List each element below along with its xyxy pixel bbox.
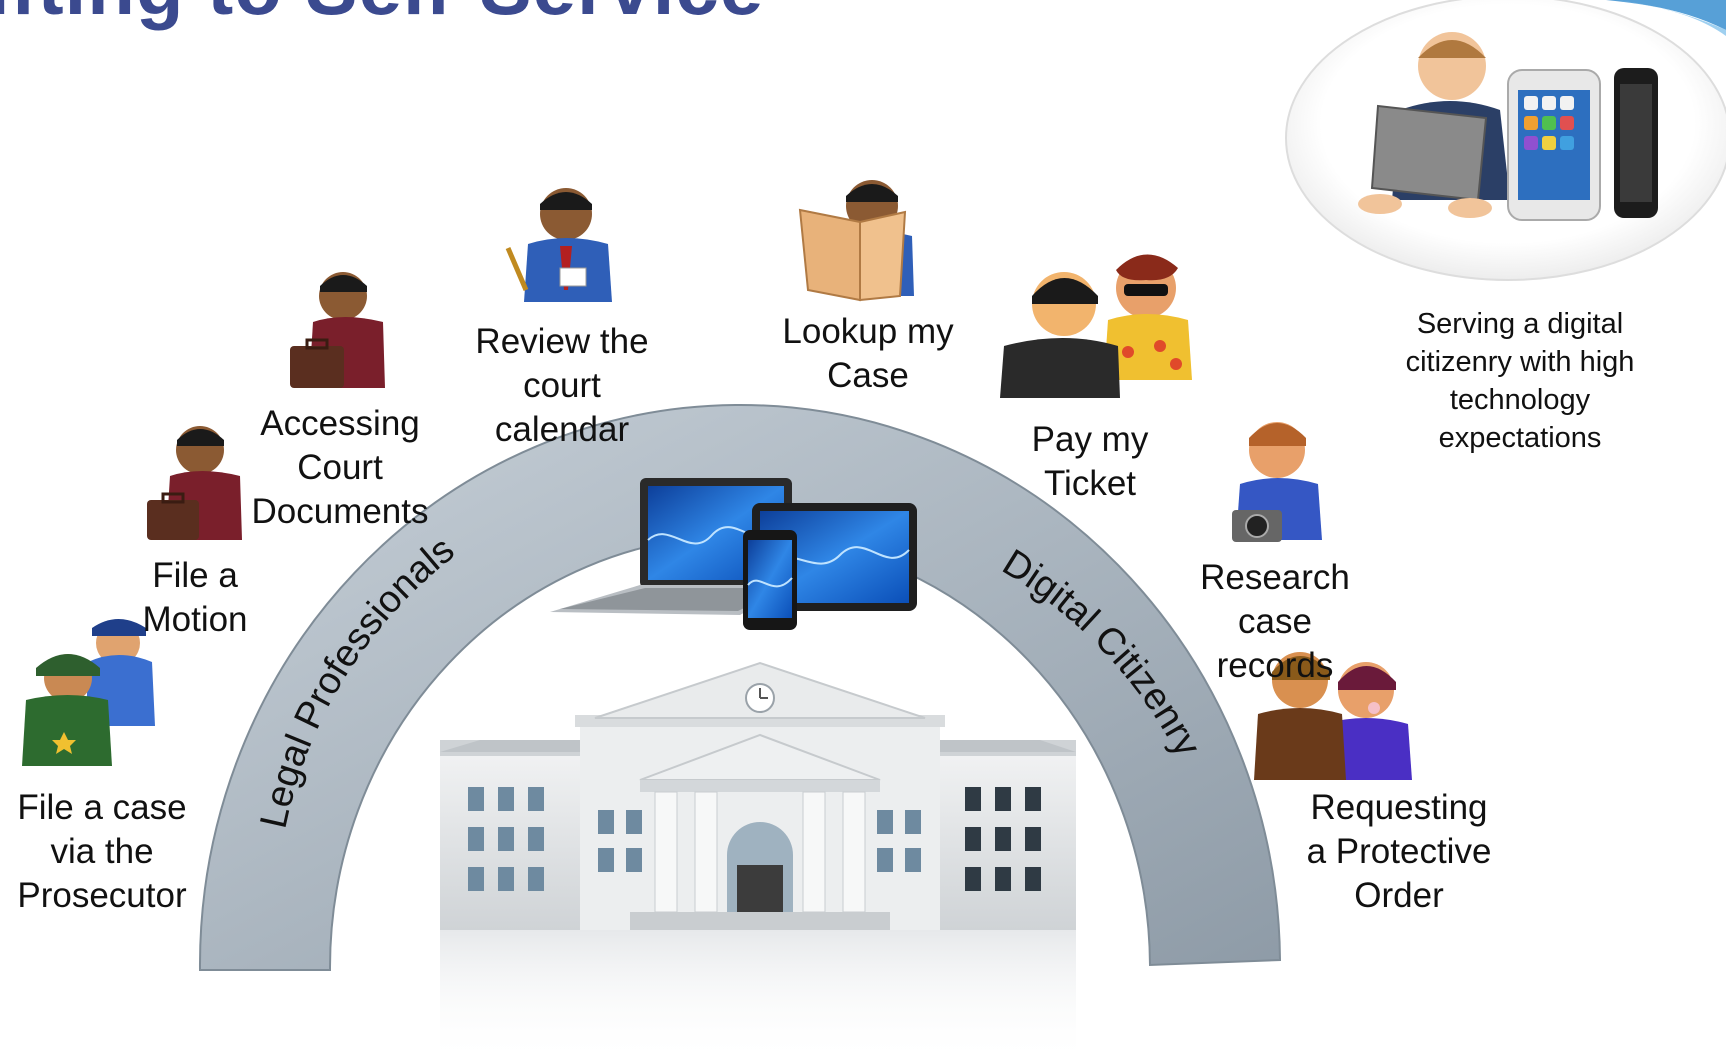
digital-citizenry-caption: Serving a digital citizenry with high te… bbox=[1405, 308, 1635, 454]
devices-icon bbox=[550, 478, 917, 630]
label-file-case: File a case via the Prosecutor bbox=[17, 788, 187, 915]
label-accessing-docs: Accessing Court Documents bbox=[251, 404, 429, 531]
child-laptop-phone-photo bbox=[1285, 0, 1726, 281]
courthouse-icon bbox=[440, 661, 1076, 1064]
label-lookup-case: Lookup my Case bbox=[782, 312, 954, 395]
slide-title: ifting to Self-Service bbox=[0, 0, 764, 33]
label-research-records: Research case records bbox=[1200, 558, 1350, 685]
police-officers-icon bbox=[22, 619, 155, 766]
photographer-icon bbox=[1232, 422, 1322, 542]
label-protective-order: Requesting a Protective Order bbox=[1306, 788, 1492, 915]
label-review-calendar: Review the court calendar bbox=[475, 322, 649, 449]
tourists-icon bbox=[1000, 254, 1192, 398]
label-pay-ticket: Pay my Ticket bbox=[1031, 420, 1149, 503]
lawyer-briefcase-icon bbox=[147, 426, 242, 540]
arch bbox=[198, 404, 1282, 971]
corner-swoosh-decoration bbox=[1606, 0, 1726, 36]
lawyer-briefcase-icon bbox=[290, 272, 385, 388]
couple-icon bbox=[1254, 652, 1412, 780]
newspaper-reader-icon bbox=[798, 180, 914, 302]
label-file-motion: File a Motion bbox=[142, 556, 248, 639]
clerk-icon bbox=[505, 188, 612, 302]
